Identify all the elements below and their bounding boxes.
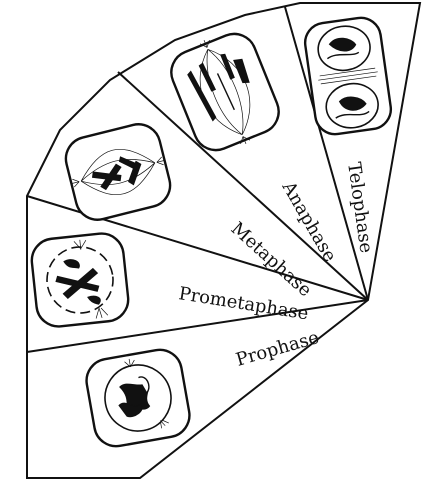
prophase-cell xyxy=(83,346,193,449)
prometaphase-cell xyxy=(30,231,131,328)
telophase-cell xyxy=(303,15,394,136)
